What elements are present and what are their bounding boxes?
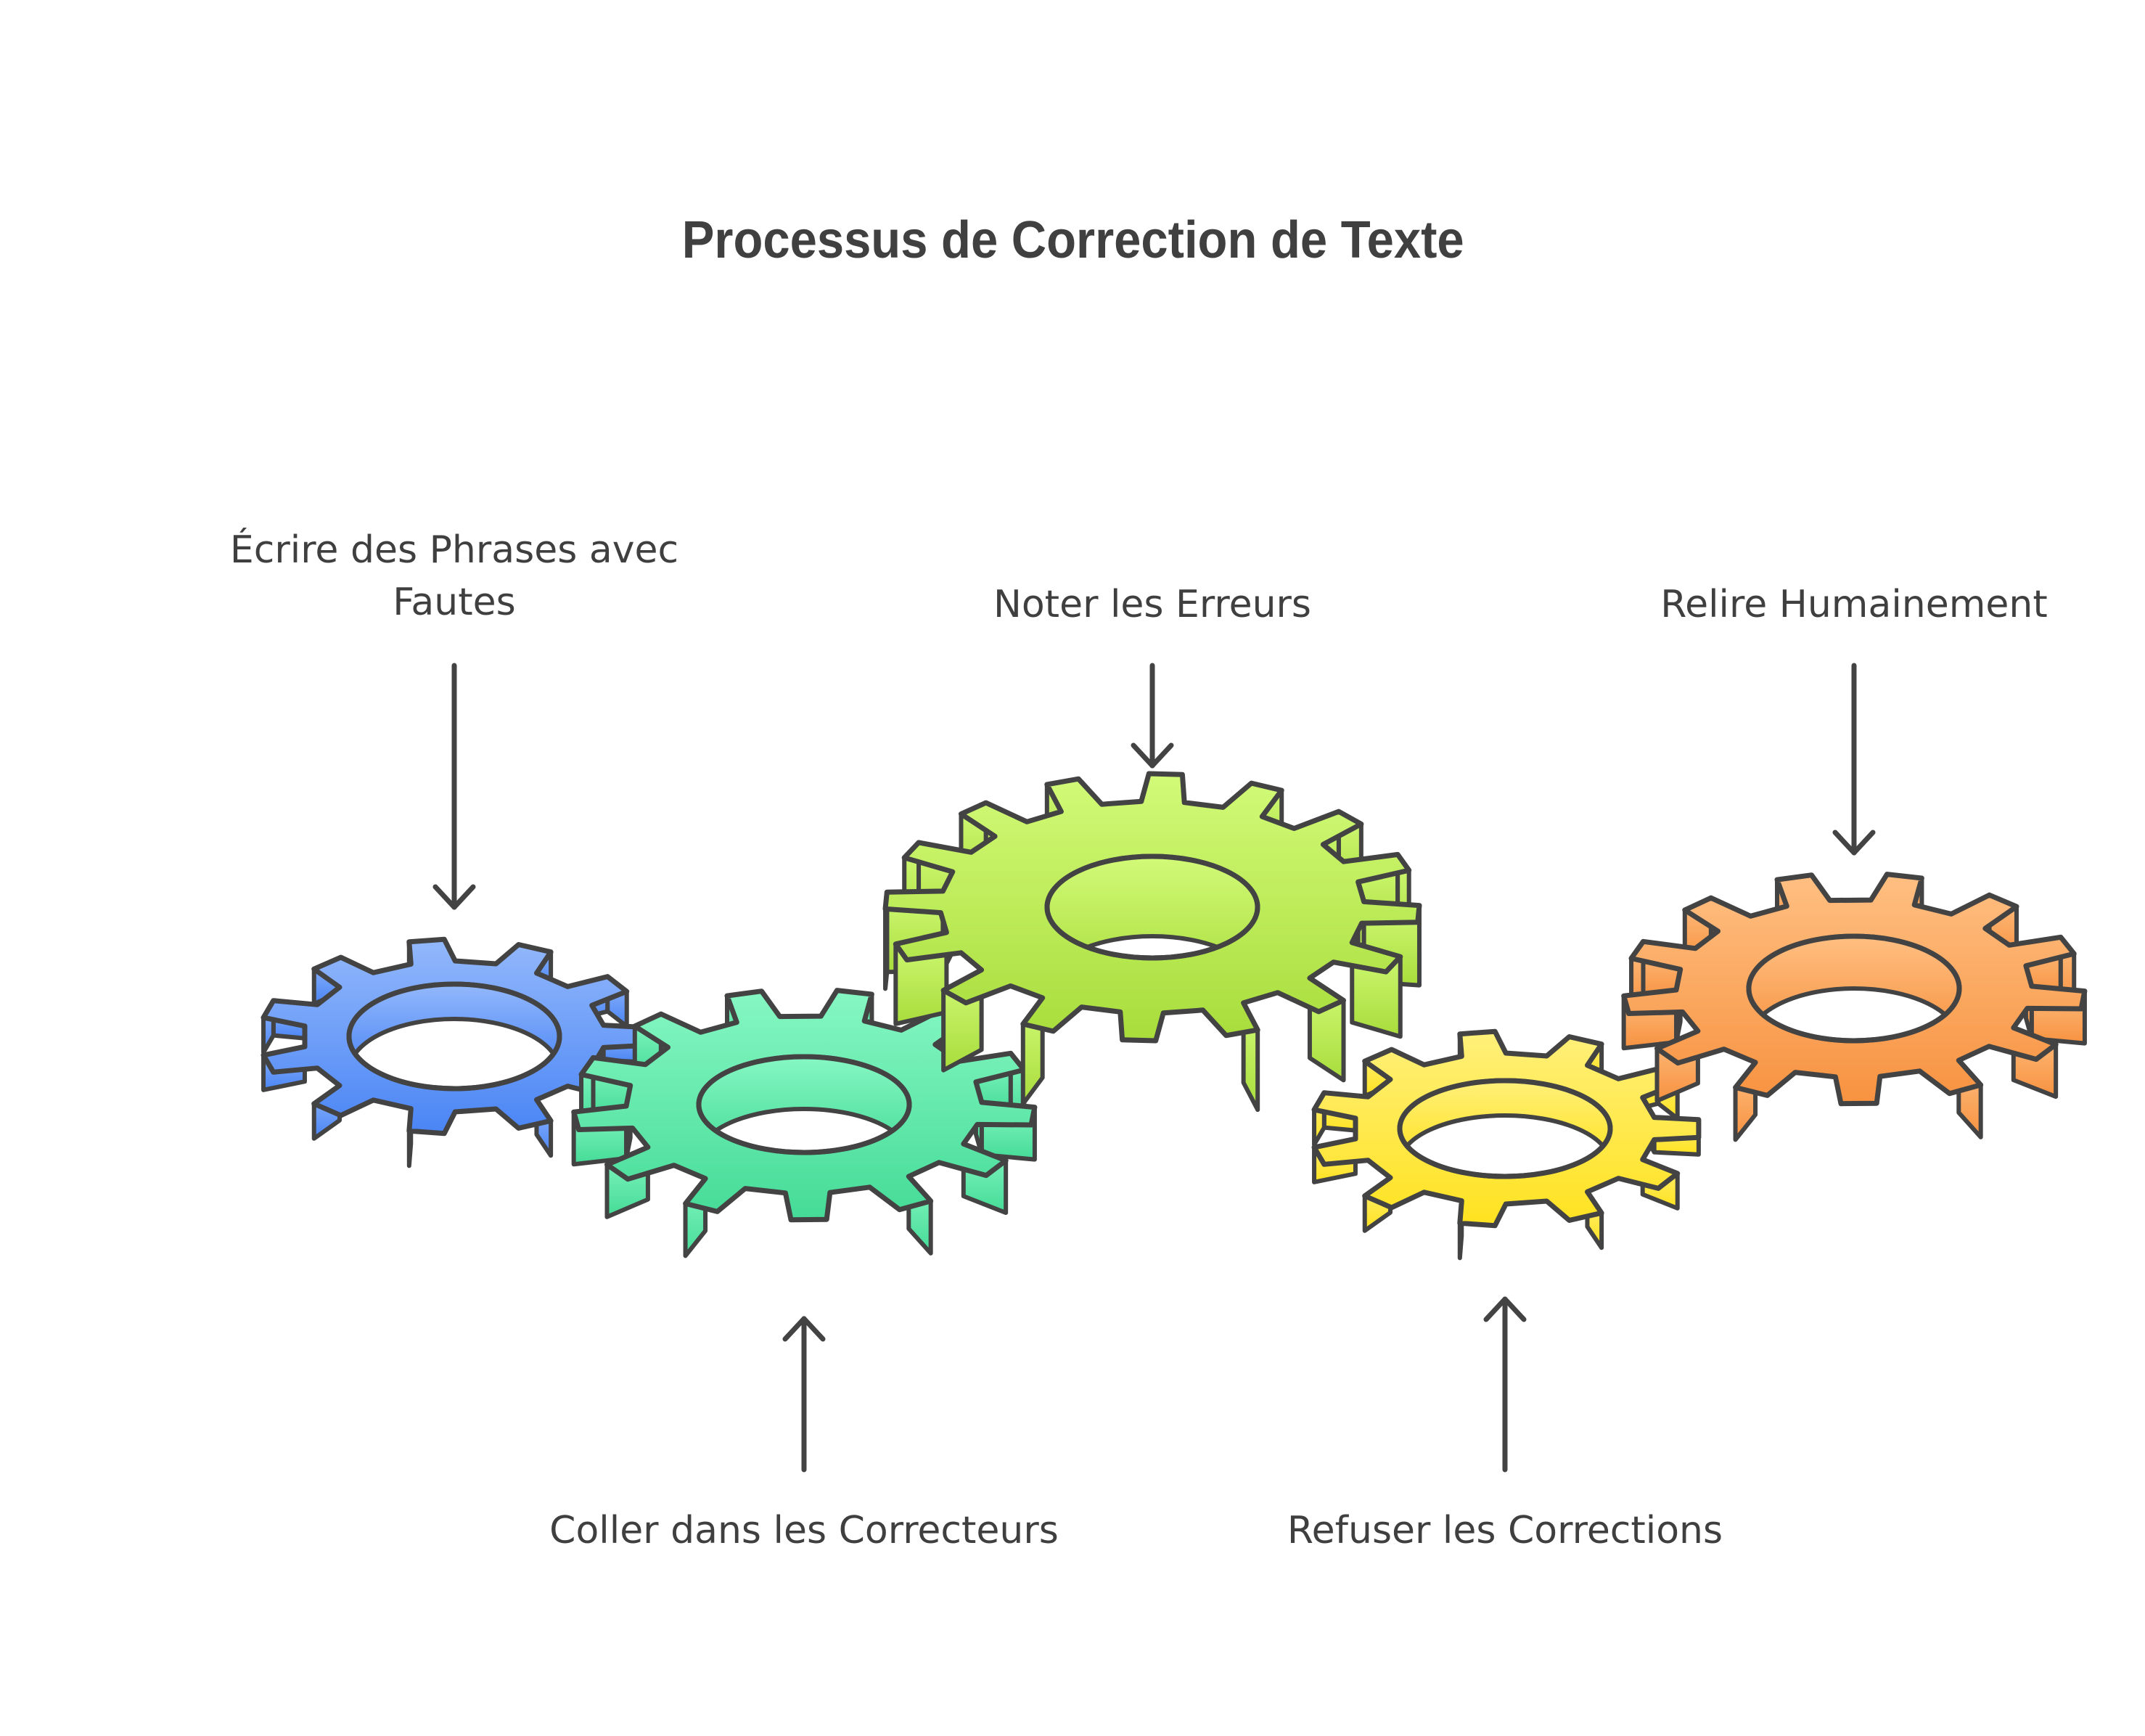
step-1-label: Écrire des Phrases avec Fautes — [164, 524, 745, 629]
arrow-step-3 — [1131, 663, 1174, 769]
arrow-step-4 — [1483, 1296, 1527, 1473]
step-2-label: Coller dans les Correcteurs — [549, 1509, 1059, 1552]
arrow-step-1 — [432, 663, 476, 910]
gear-step-4 — [1311, 1028, 1702, 1261]
step-3-label: Noter les Erreurs — [993, 583, 1312, 626]
gear-step-3 — [882, 771, 1422, 1113]
step-4-label: Refuser les Corrections — [1287, 1509, 1723, 1552]
step-5-label: Relire Humainement — [1660, 583, 2048, 626]
step-1-label-line2: Fautes — [393, 581, 516, 624]
diagram-title: Processus de Correction de Texte — [681, 211, 1464, 269]
arrow-step-2 — [782, 1316, 826, 1473]
step-1-label-line1: Écrire des Phrases avec — [229, 528, 679, 572]
gear-step-5 — [1621, 872, 2088, 1142]
arrow-step-5 — [1832, 663, 1876, 856]
